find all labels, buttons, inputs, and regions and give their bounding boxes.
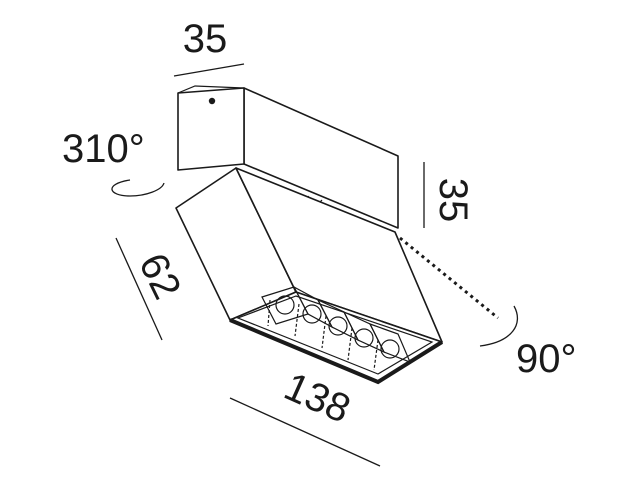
mounting-adapter (177, 85, 399, 229)
label-height: 35 (431, 178, 475, 223)
label-tilt-vertical: 90° (516, 337, 577, 381)
dimension-line-length (229, 397, 381, 467)
dimension-line-top-width (173, 63, 245, 77)
dimension-line-head-depth (115, 237, 163, 341)
screw-hole-icon (208, 97, 216, 105)
dimension-head-depth: 62 (115, 237, 189, 341)
label-rotation-horizontal: 310° (62, 127, 145, 171)
adapter-top-edge (177, 85, 245, 94)
label-head-depth: 62 (130, 247, 189, 306)
dimension-length: 138 (229, 364, 381, 467)
lens-cell (368, 322, 412, 371)
adapter-front-face (177, 87, 245, 171)
lens-array (261, 285, 412, 371)
label-top-width: 35 (183, 17, 228, 61)
tilt-axis-dotted-line (399, 236, 499, 320)
label-length: 138 (278, 364, 357, 431)
tilt-vertical: 90° (399, 236, 577, 381)
tilt-arc-vertical-icon (479, 305, 519, 347)
luminaire-head (175, 167, 444, 385)
dimension-top-width: 35 (173, 17, 245, 77)
dimension-height: 35 (423, 162, 475, 228)
rotation-horizontal: 310° (62, 127, 165, 197)
rotation-arc-horizontal-icon (111, 179, 165, 197)
head-bottom-edge (229, 318, 444, 385)
